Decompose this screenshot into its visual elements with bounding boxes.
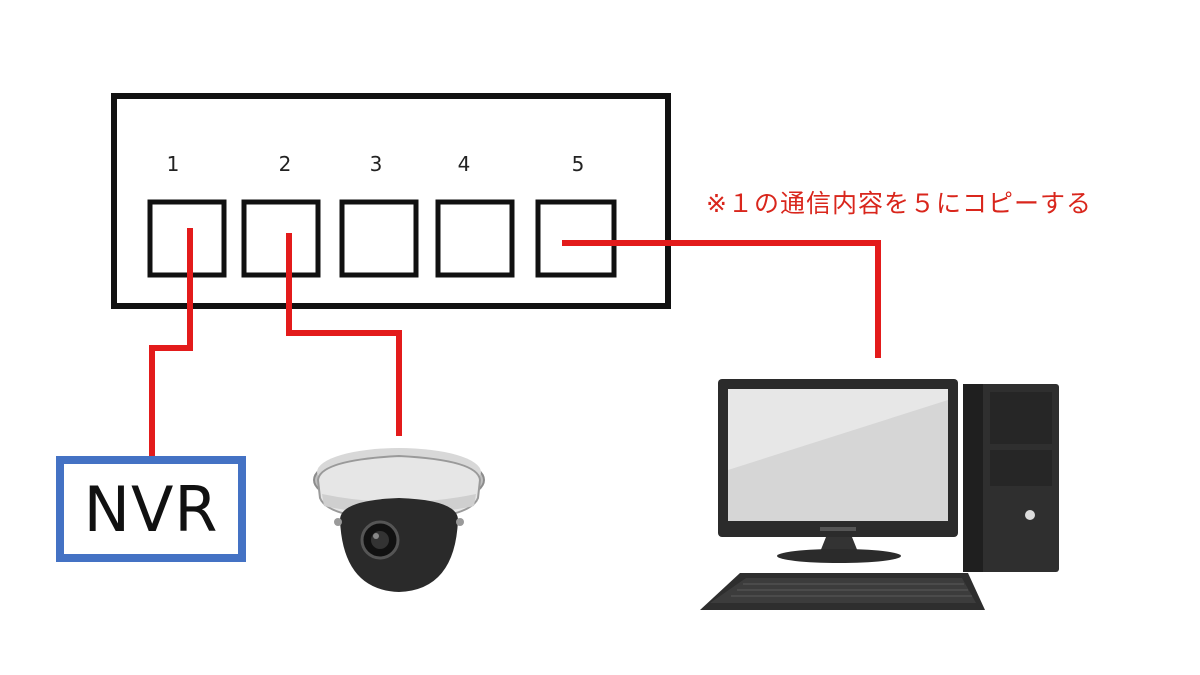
desktop-pc-icon: [700, 379, 1059, 610]
mirror-note: ※１の通信内容を５にコピーする: [706, 184, 1092, 220]
port-4: [438, 202, 512, 275]
port-label-3: 3: [356, 152, 396, 176]
port-label-2: 2: [265, 152, 305, 176]
dome-camera-icon: [314, 448, 484, 592]
port-2: [244, 202, 318, 275]
port-label-4: 4: [444, 152, 484, 176]
port-label-5: 5: [558, 152, 598, 176]
port-3: [342, 202, 416, 275]
nvr-label: NVR: [84, 473, 219, 546]
port-label-1: 1: [153, 152, 193, 176]
port-5: [538, 202, 614, 275]
nvr-box: NVR: [56, 456, 246, 562]
